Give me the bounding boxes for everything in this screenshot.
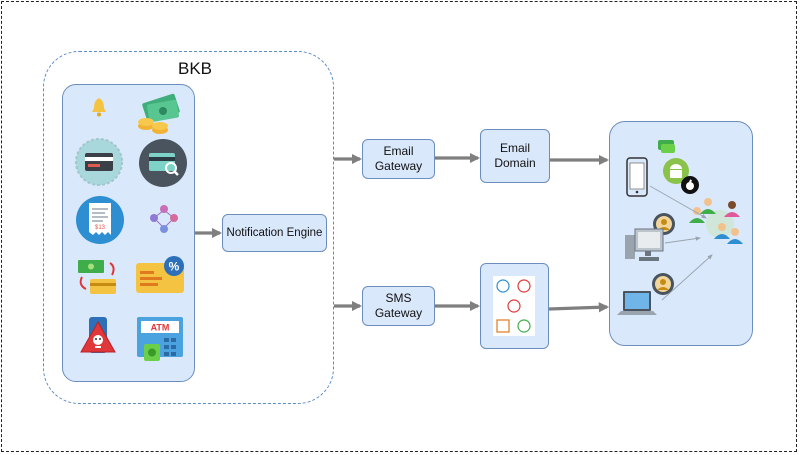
mobile-operators-icon [493, 276, 535, 336]
desktop-computer-icon [625, 228, 664, 261]
discount-card-icon: % [136, 256, 184, 293]
arrow-phone-to-customers [649, 185, 707, 219]
card-search-icon [139, 139, 187, 187]
arrow-desktop-to-customers [664, 236, 702, 244]
bkb-group [43, 51, 334, 404]
chat-icon [658, 140, 675, 153]
atm-label: ATM [151, 323, 170, 333]
arrow-laptop-to-customers [661, 254, 713, 301]
sms-gateway-node: SMS Gateway [362, 286, 435, 326]
cash-to-card-icon [78, 260, 116, 294]
fraud-alert-icon [80, 317, 116, 353]
android-icon [663, 158, 689, 184]
bell-icon [92, 98, 106, 117]
receipt-icon: $13 [76, 196, 124, 244]
percent-label: % [169, 260, 180, 274]
bkb-title: BKB [178, 59, 213, 78]
money-icon [138, 93, 180, 134]
atm-icon: ATM [137, 317, 183, 361]
user-avatar-icon [652, 273, 674, 295]
laptop-icon [617, 291, 657, 315]
apple-icon [681, 176, 699, 194]
smartphone-icon [626, 157, 648, 197]
receipt-amount: $13 [95, 225, 106, 231]
network-users-icon [150, 205, 178, 233]
credit-card-icon [75, 138, 123, 186]
arrow-operators-to-recipients [548, 302, 610, 313]
notification-engine-node: Notification Engine [222, 214, 327, 252]
email-gateway-node: Email Gateway [362, 139, 435, 179]
email-domain-node: Email Domain [480, 129, 550, 183]
customers-group-icon [689, 198, 743, 244]
